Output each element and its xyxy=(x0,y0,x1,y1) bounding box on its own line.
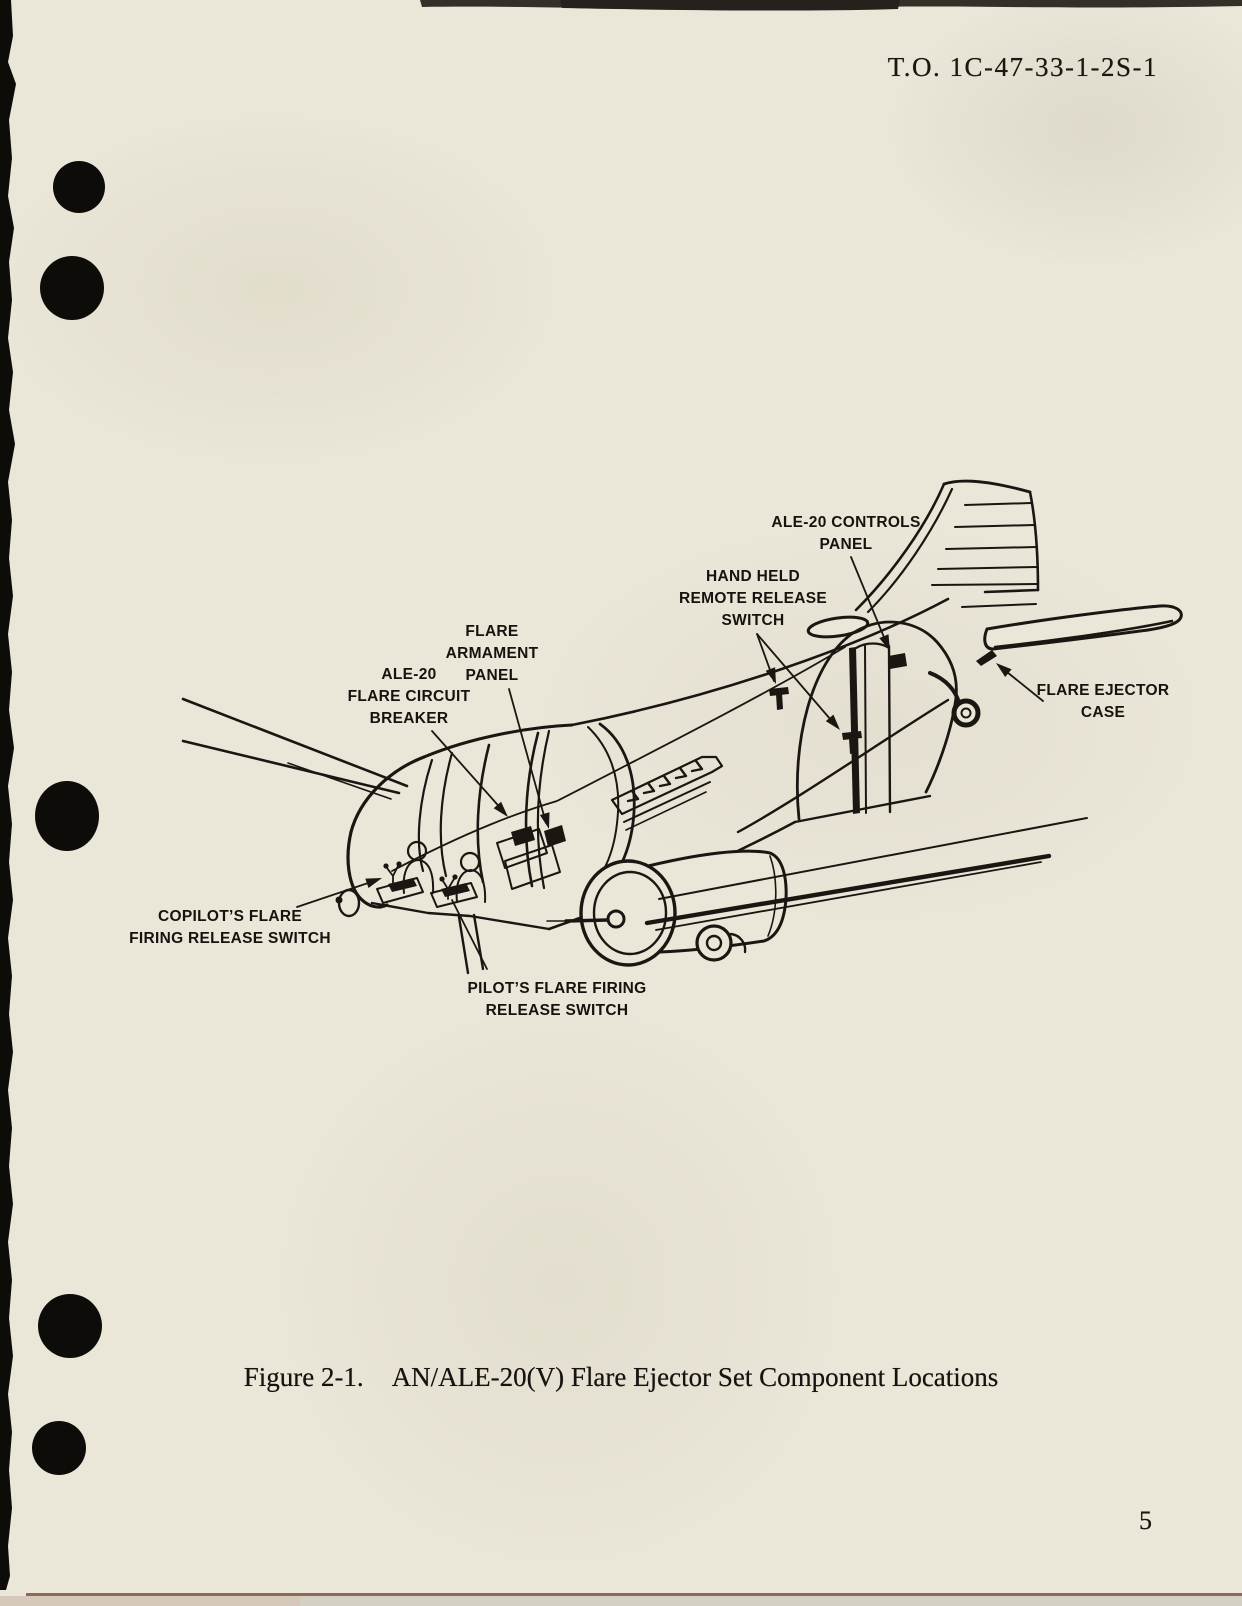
main-wheel xyxy=(695,924,733,962)
tail-wheel xyxy=(951,698,981,728)
callout-line: FIRING RELEASE SWITCH xyxy=(129,930,331,947)
cabin-roof-rack xyxy=(610,755,724,831)
flare-circuit-breaker-mark xyxy=(511,826,535,846)
technical-order-number: T.O. 1C-47-33-1-2S-1 xyxy=(887,52,1158,82)
figure-caption: Figure 2-1. AN/ALE-20(V) Flare Ejector Se… xyxy=(0,1362,1242,1393)
figure-title: AN/ALE-20(V) Flare Ejector Set Component… xyxy=(391,1362,999,1392)
nose-cutaway xyxy=(335,722,636,975)
ale-20-controls-panel-mark xyxy=(888,653,907,669)
callout-line: COPILOT’S FLARE xyxy=(158,908,302,925)
callout-line: FLARE CIRCUIT xyxy=(347,688,471,705)
figure-label: Figure 2-1. xyxy=(243,1362,364,1392)
callout-ale-20-flare-circuit-breaker: ALE-20 FLARE CIRCUIT BREAKER xyxy=(319,664,499,730)
flare-ejector-case-mark xyxy=(976,650,997,666)
remote-release-switch-symbol xyxy=(842,731,862,740)
callout-line: PILOT’S FLARE FIRING xyxy=(467,980,647,997)
callout-copilots-flare-firing-release-switch: COPILOT’S FLARE FIRING RELEASE SWITCH xyxy=(125,906,335,950)
callout-line: CASE xyxy=(1080,704,1126,721)
callout-line: REMOTE RELEASE xyxy=(678,590,828,607)
engine-nacelle xyxy=(546,849,788,967)
callout-line: HAND HELD xyxy=(706,568,800,585)
callout-line: RELEASE SWITCH xyxy=(485,1002,629,1019)
callout-flare-armament-panel: FLARE ARMAMENT PANEL xyxy=(402,621,582,687)
flare-armament-panel-mark xyxy=(544,825,566,847)
leader-lines xyxy=(296,556,1044,970)
starboard-wing xyxy=(644,817,1088,931)
callout-hand-held-remote-release-switch: HAND HELD REMOTE RELEASE SWITCH xyxy=(663,566,843,632)
callout-pilots-flare-firing-release-switch: PILOT’S FLARE FIRING RELEASE SWITCH xyxy=(447,978,667,1022)
binding-hole-marks xyxy=(32,161,105,1475)
callout-line: SWITCH xyxy=(721,612,785,629)
callout-line: FLARE xyxy=(465,623,519,640)
callout-line: ARMAMENT xyxy=(445,645,539,662)
callout-line: BREAKER xyxy=(369,710,449,727)
callout-ale-20-controls-panel: ALE-20 CONTROLS PANEL xyxy=(756,512,936,556)
callout-flare-ejector-case: FLARE EJECTOR CASE xyxy=(1013,680,1193,724)
page-number: 5 xyxy=(1139,1506,1152,1535)
callout-line: ALE-20 xyxy=(381,666,437,683)
callout-line: PANEL xyxy=(819,536,873,553)
cockpit-interior xyxy=(376,825,566,908)
tail-group xyxy=(793,479,1183,824)
callout-line: FLARE EJECTOR xyxy=(1036,682,1170,699)
callout-line: ALE-20 CONTROLS xyxy=(771,514,921,531)
callout-line: PANEL xyxy=(465,667,519,684)
remote-release-switch-symbol xyxy=(769,687,789,696)
